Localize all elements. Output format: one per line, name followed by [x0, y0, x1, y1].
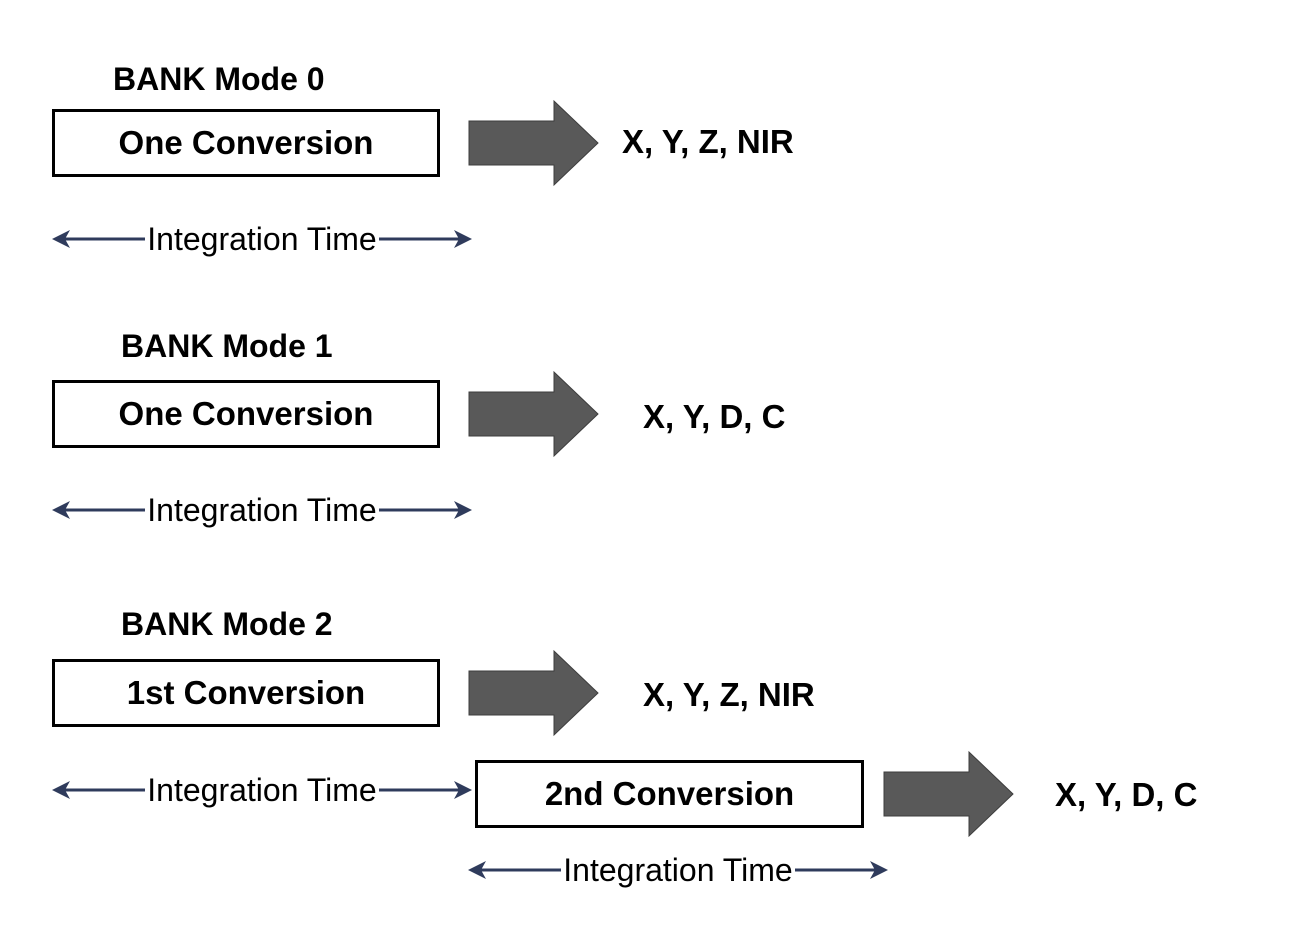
bank-mode-2-first-output-label: X, Y, Z, NIR	[643, 676, 815, 713]
bank-mode-0-integration-time-label: Integration Time	[145, 221, 379, 257]
bank-mode-2-second-conversion-box: 2nd Conversion	[475, 760, 864, 828]
bank-mode-1-title: BANK Mode 1	[121, 328, 333, 364]
bank-mode-2-second-integration-time-dimension: Integration Time	[466, 850, 890, 890]
bank-mode-1-integration-time-dimension: Integration Time	[50, 490, 474, 530]
bank-mode-2-second-output-label: X, Y, D, C	[1055, 776, 1198, 813]
bank-mode-0-output-arrow	[468, 99, 599, 187]
bank-mode-2-first-integration-time-label: Integration Time	[145, 772, 379, 808]
bank-mode-1-output-label: X, Y, D, C	[643, 398, 786, 435]
bank-mode-2-second-integration-time-label: Integration Time	[561, 852, 795, 888]
bank-mode-2-first-output-arrow	[468, 649, 599, 737]
bank-mode-0-title: BANK Mode 0	[113, 61, 325, 97]
bank-mode-1-integration-time-label: Integration Time	[145, 492, 379, 528]
bank-mode-0-output-label: X, Y, Z, NIR	[622, 123, 794, 160]
bank-mode-2-first-conversion-box: 1st Conversion	[52, 659, 440, 727]
bank-mode-2-second-output-arrow	[883, 750, 1014, 838]
bank-mode-1-output-arrow	[468, 370, 599, 458]
bank-mode-2-first-integration-time-dimension: Integration Time	[50, 770, 474, 810]
bank-mode-2-title: BANK Mode 2	[121, 606, 333, 642]
bank-mode-0-integration-time-dimension: Integration Time	[50, 219, 474, 259]
bank-mode-0-conversion-box: One Conversion	[52, 109, 440, 177]
bank-mode-1-conversion-box: One Conversion	[52, 380, 440, 448]
